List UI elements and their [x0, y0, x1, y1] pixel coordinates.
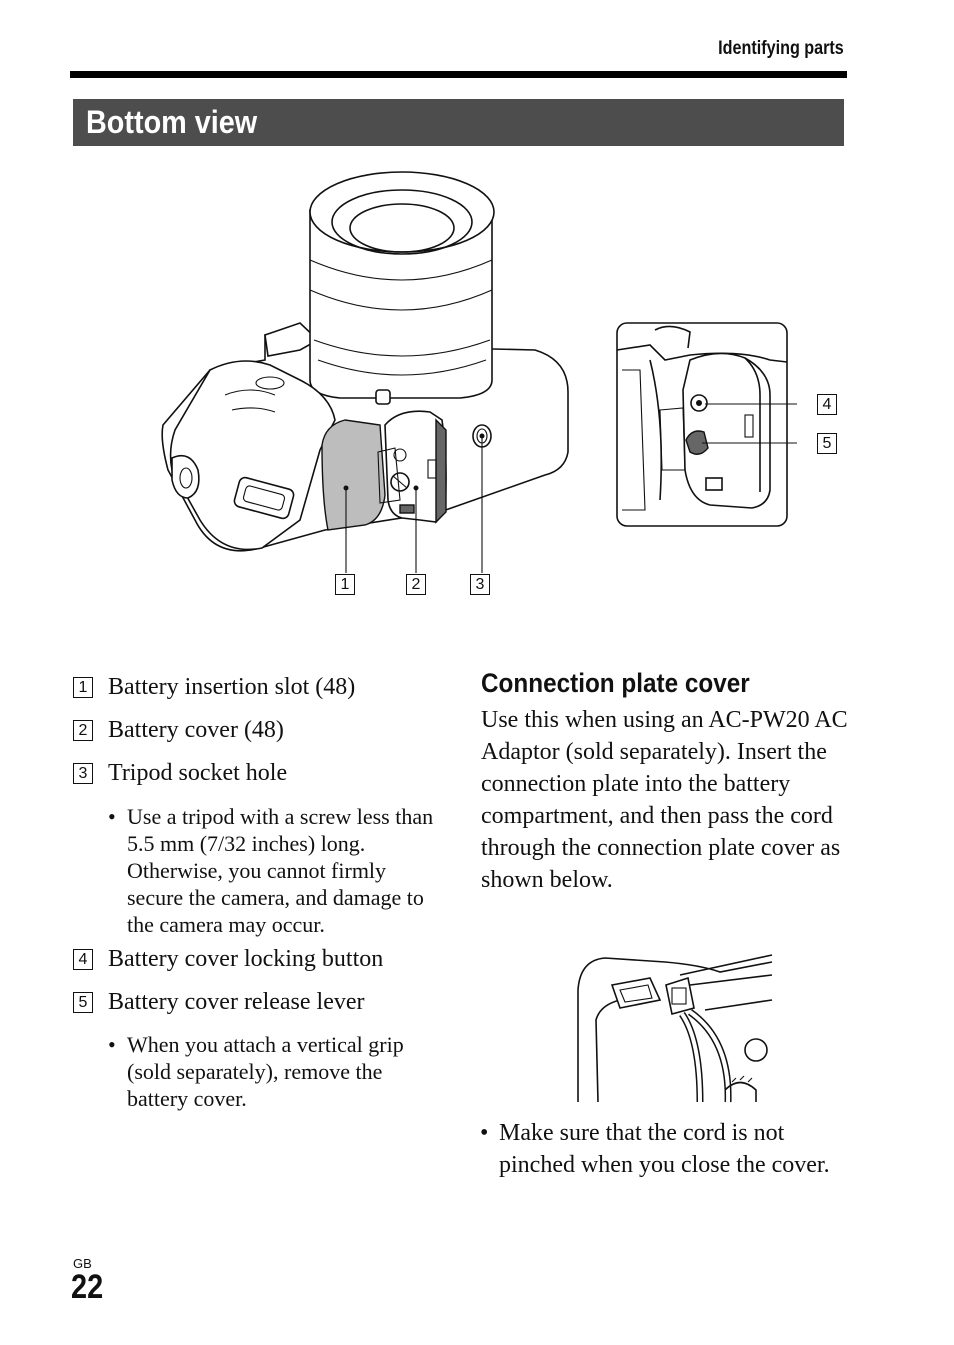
grip-note: • When you attach a vertical grip (sold …	[108, 1031, 442, 1112]
part-item-3: 3 Tripod socket hole	[73, 760, 287, 787]
grip-note-text: When you attach a vertical grip (sold se…	[127, 1032, 404, 1111]
part-item-5: 5 Battery cover release lever	[73, 989, 365, 1016]
running-header: Identifying parts	[718, 38, 844, 59]
part-item-2: 2 Battery cover (48)	[73, 717, 284, 744]
callout-2: 2	[406, 574, 426, 595]
part-label: Tripod socket hole	[108, 760, 288, 786]
top-rule	[70, 71, 847, 78]
cord-note-text: Make sure that the cord is not pinched w…	[499, 1120, 830, 1178]
camera-bottom-illustration	[161, 171, 569, 573]
region-label: GB	[73, 1256, 92, 1271]
section-title: Bottom view	[86, 104, 258, 140]
callout-5: 5	[817, 433, 837, 454]
cord-note: • Make sure that the cord is not pinched…	[480, 1117, 839, 1181]
connection-heading: Connection plate cover	[481, 668, 750, 698]
part-label: Battery cover (48)	[108, 717, 284, 743]
bullet-mark: •	[108, 804, 116, 829]
part-number: 3	[73, 763, 93, 784]
bullet-mark: •	[108, 1032, 116, 1057]
part-label: Battery insertion slot (48)	[108, 674, 356, 700]
tripod-note-text: Use a tripod with a screw less than 5.5 …	[127, 804, 434, 937]
page-number: 22	[71, 1268, 104, 1306]
part-number: 1	[73, 677, 93, 698]
section-title-bar	[73, 99, 844, 146]
bullet-mark: •	[480, 1120, 489, 1146]
part-label: Battery cover release lever	[108, 989, 365, 1015]
part-number: 2	[73, 720, 93, 741]
callout-4: 4	[817, 394, 837, 415]
part-number: 5	[73, 992, 93, 1013]
callout-3: 3	[470, 574, 490, 595]
connection-plate-illustration	[577, 954, 773, 1103]
tripod-note: • Use a tripod with a screw less than 5.…	[108, 803, 442, 938]
connection-paragraph: Use this when using an AC-PW20 AC Adapto…	[481, 707, 848, 893]
battery-cover-inset-illustration	[616, 322, 797, 527]
part-item-1: 1 Battery insertion slot (48)	[73, 674, 355, 701]
part-label: Battery cover locking button	[108, 946, 384, 972]
callout-1: 1	[335, 574, 355, 595]
part-number: 4	[73, 949, 93, 970]
part-item-4: 4 Battery cover locking button	[73, 946, 383, 973]
